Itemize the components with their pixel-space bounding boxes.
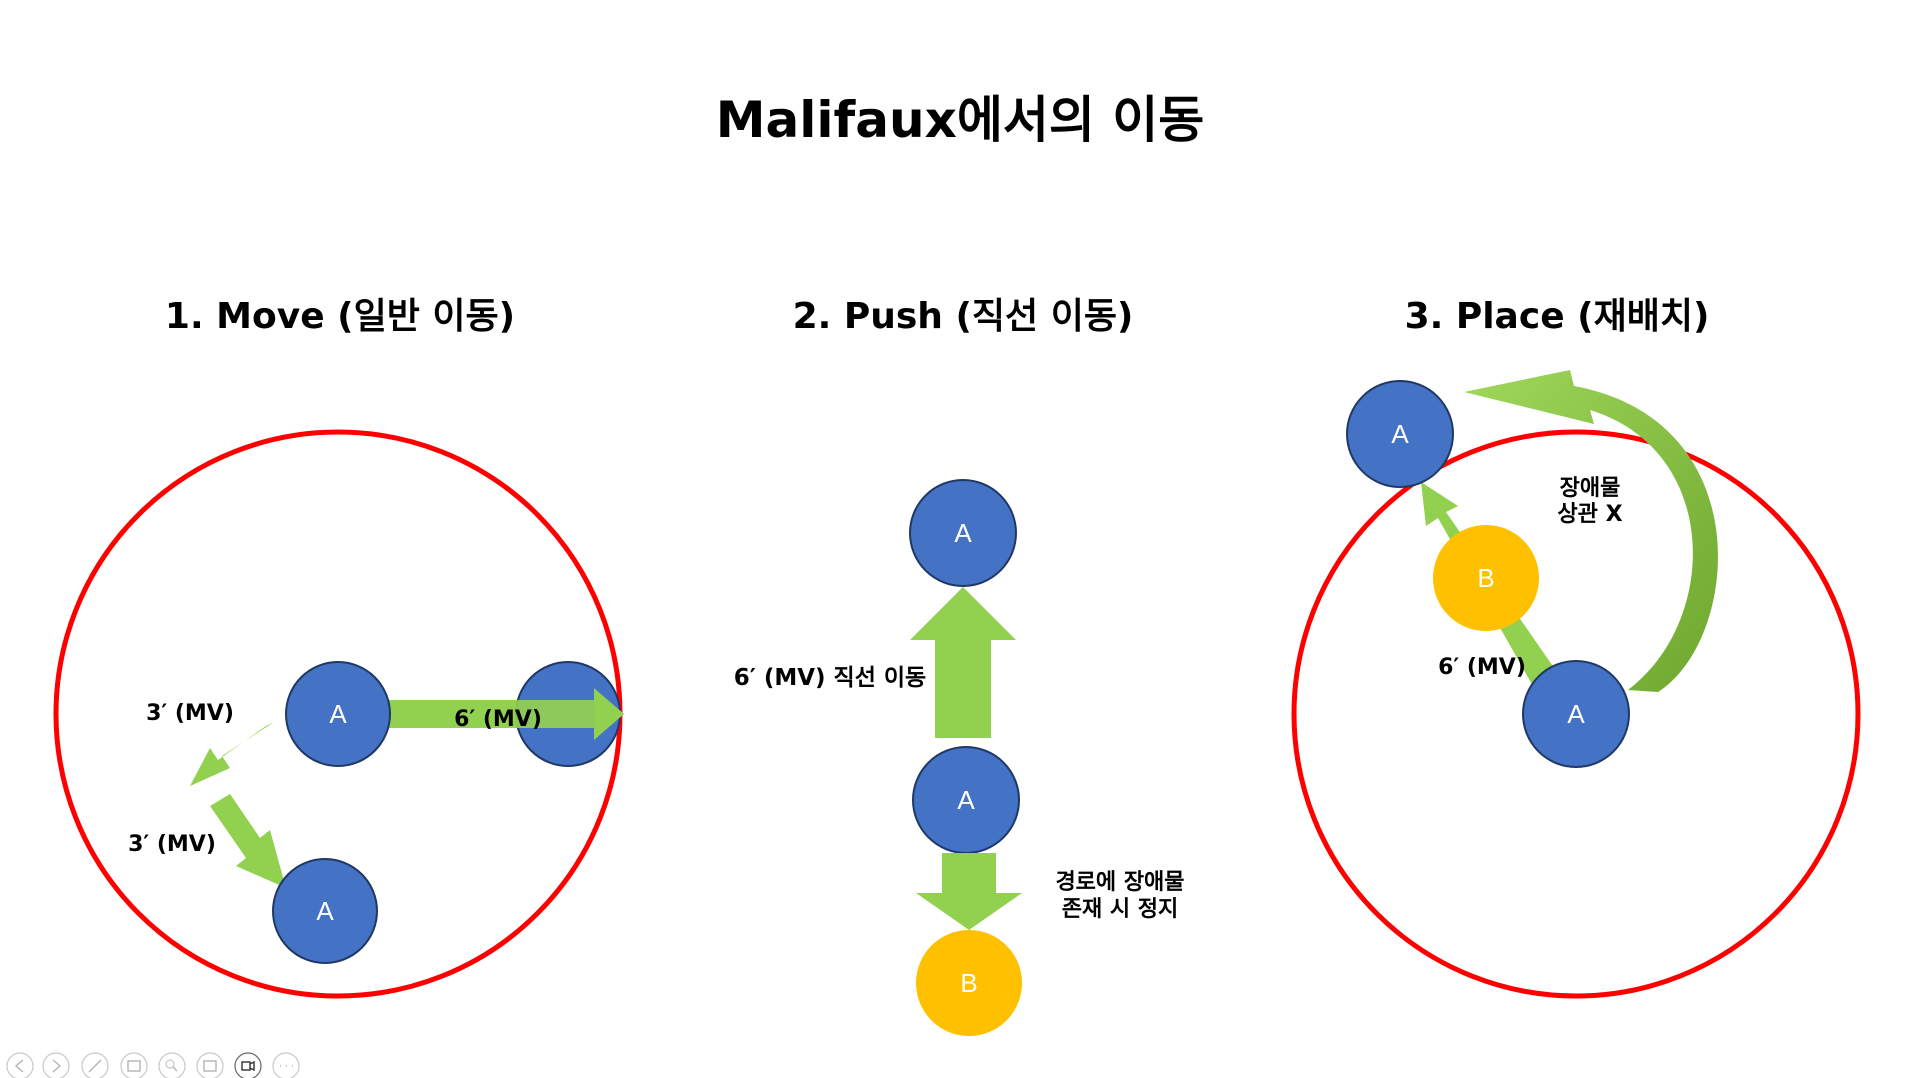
place-token-destination-label: A [1391,419,1409,449]
push-token-top [909,479,1017,587]
pen-icon[interactable] [81,1052,109,1078]
move-token-start-label: A [329,699,347,729]
push-diagram: A A B 6′ (MV) 직선 이동 경로에 장애물 존재 시 정지 [734,479,1185,1036]
place-mv-label: 6′ (MV) [1438,655,1526,680]
subtitle-icon[interactable] [196,1052,224,1078]
next-icon[interactable] [42,1052,70,1078]
move-token-end [272,858,378,964]
page-title: Malifaux에서의 이동 [716,91,1205,149]
push-obstacle-token [916,930,1022,1036]
place-note-line1: 장애물 [1560,476,1621,501]
heading-place: 3. Place (재배치) [1405,296,1710,337]
move-step1-label: 3′ (MV) [146,701,234,726]
slides-icon[interactable] [120,1052,148,1078]
move-step2-label: 3′ (MV) [128,832,216,857]
place-diagram: B A A 6′ (MV) 장애물 상관 X [1291,370,1861,999]
place-token-destination [1346,380,1454,488]
place-token-start-label: A [1567,699,1585,729]
place-range-circle [1291,429,1861,999]
place-obstacle-token [1433,525,1539,631]
push-straight-label: 6′ (MV) 직선 이동 [734,665,926,691]
place-note-line2: 상관 X [1557,502,1622,527]
push-note-line1: 경로에 장애물 [1055,870,1184,895]
heading-move: 1. Move (일반 이동) [165,296,515,337]
camera-icon[interactable] [234,1052,262,1078]
push-straight-arrow [910,587,1016,738]
move-step2-arrow [210,794,286,888]
prev-icon[interactable] [6,1052,34,1078]
place-obstacle-label: B [1477,563,1494,593]
push-token-top-label: A [954,518,972,548]
move-forward-arrowhead [594,688,624,740]
push-token-start-label: A [957,785,975,815]
slideshow-toolbar [6,1052,300,1078]
move-token-end-label: A [316,896,334,926]
place-token-start [1522,660,1630,768]
more-icon[interactable] [272,1052,300,1078]
push-note-line2: 존재 시 정지 [1062,897,1179,922]
zoom-icon[interactable] [158,1052,186,1078]
move-step1-arrow [190,722,274,786]
push-blocked-arrow [916,853,1022,930]
push-obstacle-label: B [960,968,977,998]
move-token-start [285,661,391,767]
move-forward-arrow-shaft [387,700,594,728]
move-forward-label: 6′ (MV) [454,707,542,732]
heading-push: 2. Push (직선 이동) [793,296,1134,337]
move-diagram: A A 6′ (MV) 3′ (MV) 3′ (MV) [53,429,624,999]
